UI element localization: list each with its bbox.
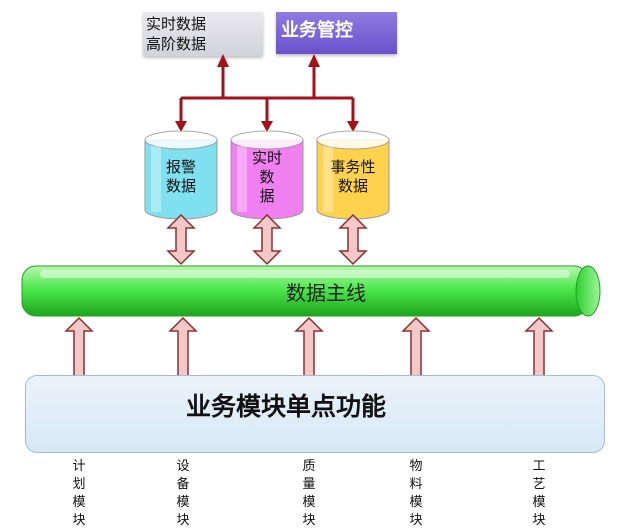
module-label-char: 物 — [409, 459, 423, 474]
data-bus-highlight — [40, 270, 570, 278]
data-bus-end-cap — [575, 265, 601, 317]
arrowhead-to-control-box — [308, 54, 320, 67]
module-label-char: 计 — [72, 459, 86, 474]
business-control-box — [276, 12, 397, 54]
database-label-line: 数据 — [337, 177, 368, 195]
module-label-char: 料 — [409, 477, 423, 492]
module-label-char: 备 — [176, 477, 190, 492]
module-label-char: 模 — [532, 495, 546, 510]
module-label-char: 模 — [302, 495, 316, 510]
data-box-line1: 实时数据 — [146, 15, 207, 33]
database-label-line: 数 — [259, 167, 275, 186]
panel-label: 业务模块单点功能 — [186, 392, 387, 421]
data-tier-box — [143, 12, 263, 56]
arrowhead-to-db-3 — [347, 121, 359, 132]
module-label-char: 工 — [532, 459, 546, 474]
db-bus-double-arrow-2 — [252, 213, 282, 266]
database-label-line: 报警 — [165, 158, 196, 176]
database-cylinder-top — [230, 130, 304, 150]
module-label-char: 质 — [302, 459, 316, 474]
module-label-char: 模 — [72, 495, 86, 510]
business-module-panel — [25, 375, 605, 453]
business-control-label: 业务管控 — [281, 20, 353, 41]
module-label-char: 模 — [176, 495, 190, 510]
module-label-char: 艺 — [532, 477, 546, 492]
database-label-line: 事务性 — [330, 158, 376, 176]
module-label-char: 块 — [176, 513, 190, 528]
database-label-line: 据 — [259, 186, 275, 205]
module-label-char: 量 — [302, 477, 316, 492]
module-label-char: 块 — [409, 513, 423, 528]
database-highlight — [151, 146, 161, 212]
database-cylinder-top — [316, 130, 390, 150]
data-box-line2: 高阶数据 — [146, 35, 207, 53]
module-label-char: 块 — [72, 513, 86, 528]
bus-label: 数据主线 — [286, 281, 366, 305]
db-bus-double-arrow-3 — [338, 213, 368, 266]
module-label-char: 块 — [302, 513, 316, 528]
database-highlight — [323, 146, 333, 212]
database-cylinder-top — [144, 130, 218, 150]
module-label-char: 设 — [176, 459, 190, 474]
arrowhead-to-db-1 — [175, 121, 187, 132]
db-bus-double-arrow-1 — [166, 213, 196, 266]
database-label-line: 实时 — [251, 148, 282, 167]
arrowhead-to-data-box — [217, 54, 229, 67]
arrowhead-to-db-2 — [261, 121, 273, 132]
module-label-char: 块 — [532, 513, 546, 528]
database-label-line: 数据 — [165, 177, 196, 195]
module-label-char: 模 — [409, 495, 423, 510]
module-label-char: 划 — [72, 477, 86, 492]
database-highlight — [237, 146, 247, 212]
